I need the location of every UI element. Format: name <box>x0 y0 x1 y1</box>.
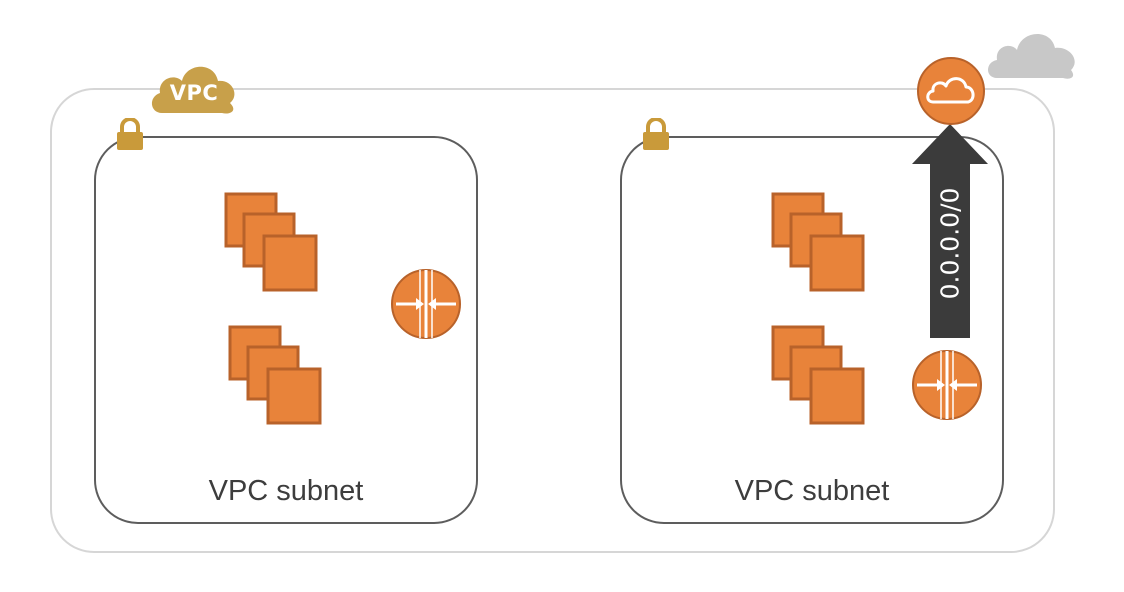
internet-gateway-icon <box>916 56 986 126</box>
ec2-instance-icon <box>771 192 867 296</box>
ec2-instance-icon <box>224 192 320 296</box>
subnet-left: VPC subnet <box>94 136 478 524</box>
lock-icon <box>641 118 671 152</box>
route-arrow-icon: 0.0.0.0/0 <box>912 124 988 340</box>
internet-cloud-icon <box>985 24 1080 82</box>
vpc-cloud-icon: VPC <box>148 55 240 117</box>
router-icon <box>911 349 983 421</box>
router-icon <box>390 268 462 340</box>
route-cidr-label: 0.0.0.0/0 <box>935 187 965 299</box>
lock-icon <box>115 118 145 152</box>
subnet-right: VPC subnet <box>620 136 1004 524</box>
ec2-instance-icon <box>771 325 867 429</box>
subnet-label: VPC subnet <box>734 475 890 507</box>
subnet-label: VPC subnet <box>208 475 364 507</box>
vpc-label: VPC <box>169 81 219 105</box>
ec2-instance-icon <box>228 325 324 429</box>
vpc-boundary <box>50 88 1055 553</box>
